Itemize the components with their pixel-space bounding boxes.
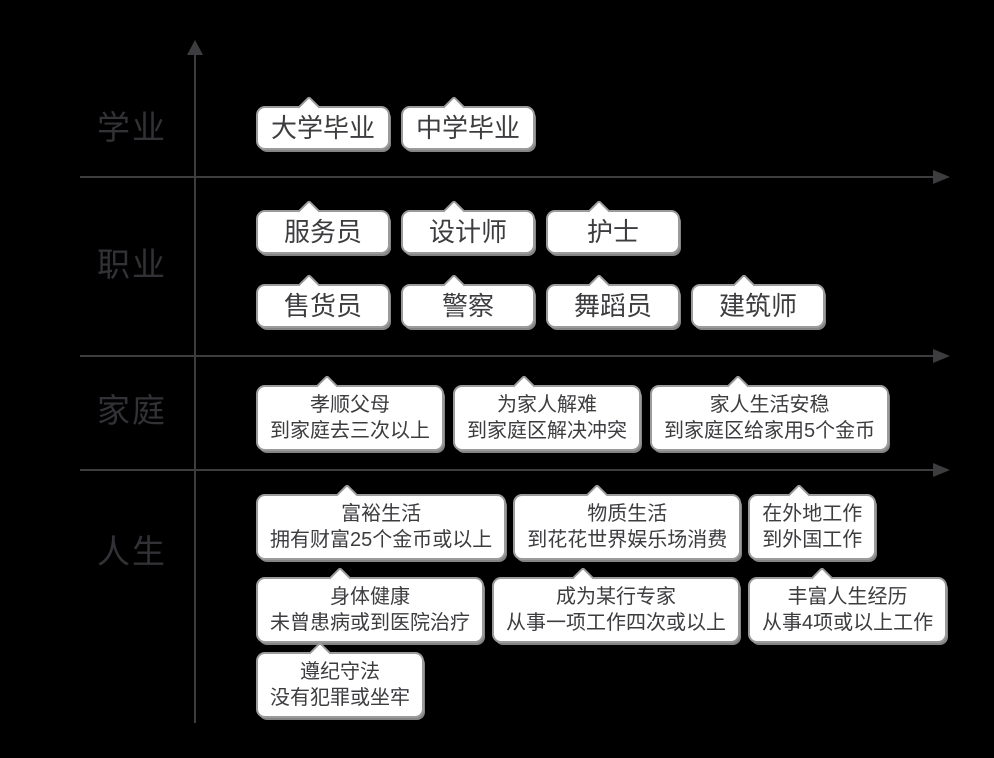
- callout-title: 警察: [441, 291, 494, 321]
- callout-box: 丰富人生经历从事4项或以上工作: [748, 577, 948, 643]
- callout-title: 为家人解难: [497, 394, 597, 416]
- callout-box: 警察: [401, 284, 535, 328]
- callout-subtitle: 没有犯罪或坐牢: [270, 687, 410, 709]
- callout-box: 遵纪守法没有犯罪或坐牢: [256, 652, 424, 718]
- callout-title: 舞蹈员: [573, 291, 652, 321]
- callout-title: 富裕生活: [341, 503, 422, 525]
- section-label-academics: 学业: [97, 109, 167, 146]
- callout-title: 护士: [586, 217, 639, 247]
- callout-subtitle: 从事一项工作四次或以上: [506, 612, 726, 634]
- callout-subtitle: 到家庭区给家用5个金币: [664, 420, 876, 442]
- horizontal-axis-career: [80, 349, 950, 363]
- callout-title: 中学毕业: [415, 113, 520, 143]
- callout-subtitle: 到家庭区解决冲突: [467, 420, 627, 442]
- callout-box: 售货员: [256, 284, 390, 328]
- callout-box: 中学毕业: [401, 106, 535, 150]
- academics-box-row: 大学毕业 中学毕业: [256, 106, 535, 150]
- career-box-row-2: 售货员 警察 舞蹈员 建筑师: [256, 284, 825, 328]
- callout-subtitle: 从事4项或以上工作: [762, 612, 934, 634]
- life-box-row-2: 身体健康未曾患病或到医院治疗成为某行专家从事一项工作四次或以上丰富人生经历从事4…: [256, 577, 948, 643]
- callout-box: 服务员: [256, 210, 390, 254]
- career-box-row-1: 服务员 设计师 护士: [256, 210, 680, 254]
- callout-title: 大学毕业: [270, 113, 375, 143]
- callout-box: 成为某行专家从事一项工作四次或以上: [492, 577, 740, 643]
- callout-title: 物质生活: [587, 503, 668, 525]
- vertical-axis-line: [194, 52, 196, 723]
- callout-title: 成为某行专家: [556, 586, 676, 608]
- callout-title: 在外地工作: [762, 503, 863, 525]
- callout-box: 建筑师: [691, 284, 825, 328]
- callout-box: 在外地工作到外国工作: [748, 494, 877, 560]
- callout-box: 孝顺父母到家庭去三次以上: [256, 385, 444, 451]
- life-box-row-3: 遵纪守法没有犯罪或坐牢: [256, 652, 424, 718]
- callout-subtitle: 拥有财富25个金币或以上: [270, 529, 493, 551]
- vertical-axis-arrow-icon: [187, 40, 203, 55]
- section-label-life: 人生: [97, 533, 167, 570]
- callout-title: 身体健康: [330, 586, 410, 608]
- section-label-career: 职业: [97, 246, 167, 283]
- callout-subtitle: 到家庭去三次以上: [270, 420, 430, 442]
- callout-box: 富裕生活拥有财富25个金币或以上: [256, 494, 507, 560]
- life-box-row-1: 富裕生活拥有财富25个金币或以上物质生活到花花世界娱乐场消费在外地工作到外国工作: [256, 494, 877, 560]
- callout-title: 家人生活安稳: [709, 394, 830, 416]
- callout-title: 售货员: [283, 291, 362, 321]
- section-label-family: 家庭: [97, 392, 167, 429]
- callout-box: 为家人解难到家庭区解决冲突: [453, 385, 641, 451]
- callout-title: 丰富人生经历: [787, 586, 908, 608]
- callout-subtitle: 未曾患病或到医院治疗: [270, 612, 470, 634]
- callout-box: 身体健康未曾患病或到医院治疗: [256, 577, 484, 643]
- callout-box: 护士: [546, 210, 680, 254]
- callout-title: 孝顺父母: [310, 394, 390, 416]
- callout-subtitle: 到外国工作: [762, 529, 863, 551]
- callout-box: 大学毕业: [256, 106, 390, 150]
- callout-box: 物质生活到花花世界娱乐场消费: [513, 494, 742, 560]
- horizontal-axis-family: [80, 463, 950, 477]
- callout-subtitle: 到花花世界娱乐场消费: [527, 529, 728, 551]
- callout-box: 设计师: [401, 210, 535, 254]
- callout-title: 服务员: [283, 217, 362, 247]
- callout-box: 舞蹈员: [546, 284, 680, 328]
- callout-title: 建筑师: [718, 291, 797, 321]
- horizontal-axis-academics: [80, 170, 950, 184]
- callout-title: 设计师: [428, 217, 507, 247]
- callout-title: 遵纪守法: [300, 661, 380, 683]
- callout-box: 家人生活安稳到家庭区给家用5个金币: [650, 385, 890, 451]
- family-box-row: 孝顺父母到家庭去三次以上为家人解难到家庭区解决冲突家人生活安稳到家庭区给家用5个…: [256, 385, 890, 451]
